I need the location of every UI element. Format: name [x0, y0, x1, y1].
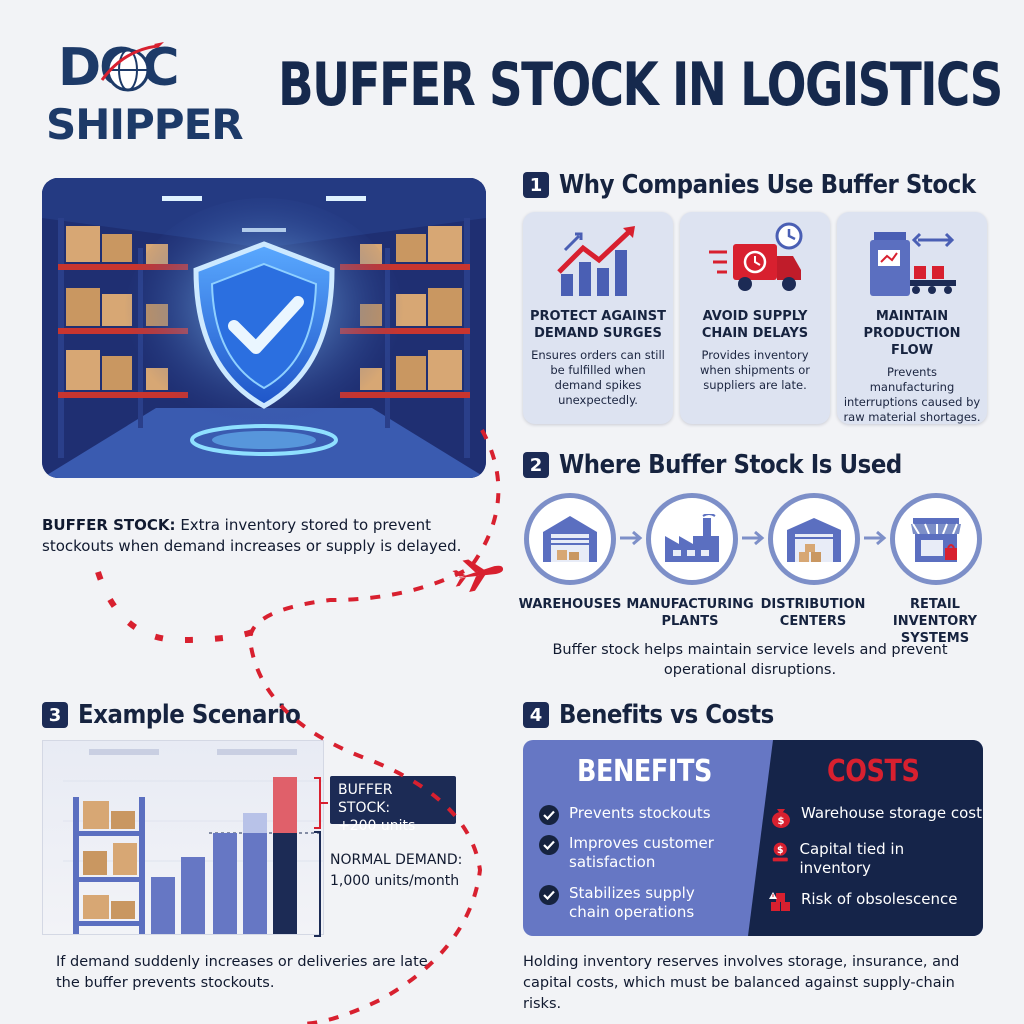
benefit-text: Stabilizes supply chain operations [569, 884, 695, 921]
warehouse-shield-illustration [42, 178, 486, 478]
reason-card-supply-delays: AVOID SUPPLY CHAIN DELAYS Provides inven… [680, 212, 830, 424]
cost-text: Warehouse storage cost [801, 804, 983, 822]
section-title: Where Buffer Stock Is Used [559, 450, 902, 480]
check-icon [539, 805, 559, 825]
warning-boxes-icon [769, 892, 790, 911]
cost-item: $ Capital tied in inventory [769, 840, 969, 878]
production-machine-icon [870, 232, 956, 296]
retail-store-icon [911, 518, 961, 562]
card-title: PROTECT AGAINST DEMAND SURGES [529, 309, 666, 341]
example-scenario-illustration [42, 740, 324, 935]
callout-brackets [314, 777, 328, 937]
normal-demand-callout: NORMAL DEMAND: 1,000 units/month [330, 850, 470, 892]
reason-card-production-flow: MAINTAIN PRODUCTION FLOW Prevents manufa… [837, 212, 987, 424]
buffer-stock-callout: BUFFER STOCK: +200 units [330, 776, 456, 834]
section-1-header: 1 Why Companies Use Buffer Stock [523, 170, 1024, 200]
check-icon [539, 885, 559, 905]
check-icon [539, 835, 559, 855]
section-2-header: 2 Where Buffer Stock Is Used [523, 450, 949, 480]
benefit-item: Prevents stockouts [539, 804, 711, 825]
buffer-stock-definition: BUFFER STOCK: Extra inventory stored to … [42, 515, 472, 557]
card-description: Prevents manufacturing interruptions cau… [843, 365, 981, 424]
section-number: 1 [523, 172, 549, 198]
distribution-center-circle [768, 493, 860, 585]
airplane-icon [452, 559, 504, 592]
cost-item: Risk of obsolescence [769, 890, 957, 914]
where-label-manufacturing: MANUFACTURING PLANTS [626, 597, 754, 629]
benefits-heading: BENEFITS [577, 754, 712, 789]
where-label-warehouses: WAREHOUSES [518, 597, 622, 612]
distribution-center-icon [787, 518, 841, 562]
benefit-item: Stabilizes supply chain operations [539, 884, 729, 922]
warehouse-circle [524, 493, 616, 585]
page-title: BUFFER STOCK IN LOGISTICS [278, 50, 1003, 120]
factory-icon [665, 514, 719, 562]
globe-airplane-icon [100, 42, 164, 92]
section-title: Example Scenario [78, 700, 301, 730]
section-title: Benefits vs Costs [559, 700, 774, 730]
card-description: Ensures orders can still be fulfilled wh… [531, 348, 665, 407]
normal-label: NORMAL DEMAND: [330, 852, 463, 868]
section-number: 2 [523, 452, 549, 478]
rising-chart-icon [557, 226, 635, 296]
buffer-bar-segment [273, 777, 297, 833]
logo-line-2: SHIPPER [46, 100, 244, 149]
svg-text:$: $ [777, 845, 784, 856]
svg-text:$: $ [778, 816, 785, 827]
where-used-note: Buffer stock helps maintain service leve… [552, 642, 948, 678]
flow-arrow-icon [620, 530, 643, 546]
flow-arrow-icon [864, 530, 887, 546]
demand-bar [273, 833, 297, 934]
benefit-text: Prevents stockouts [569, 804, 711, 822]
buffer-label: BUFFER STOCK: [338, 782, 393, 816]
warehouse-icon [543, 516, 597, 562]
demand-bar-chart [151, 777, 297, 934]
normal-value: 1,000 units/month [330, 873, 460, 889]
factory-circle [646, 493, 738, 585]
docshipper-logo: DOC SHIPPER [42, 38, 244, 158]
section-3-header: 3 Example Scenario [42, 700, 331, 730]
card-title: AVOID SUPPLY CHAIN DELAYS [701, 309, 809, 341]
demand-bar [213, 833, 237, 934]
example-note: If demand suddenly increases or deliveri… [56, 954, 433, 991]
money-stack-icon: $ [772, 842, 788, 862]
delivery-truck-clock-icon [709, 222, 803, 291]
section-number: 3 [42, 702, 68, 728]
benefits-costs-panel: BENEFITS COSTS Prevents stockouts Improv… [523, 740, 983, 936]
demand-bar [243, 833, 267, 934]
card-description: Provides inventory when shipments or sup… [700, 348, 810, 392]
buffer-bar-segment [243, 813, 267, 833]
money-bag-icon: $ [772, 809, 790, 828]
cost-text: Capital tied in inventory [799, 840, 905, 877]
section-4-header: 4 Benefits vs Costs [523, 700, 803, 730]
card-title: MAINTAIN PRODUCTION FLOW [863, 309, 961, 358]
where-label-distribution: DISTRIBUTION CENTERS [760, 597, 866, 629]
retail-store-circle [890, 493, 982, 585]
section-number: 4 [523, 702, 549, 728]
cost-text: Risk of obsolescence [801, 890, 958, 908]
definition-term: BUFFER STOCK: [42, 516, 176, 534]
costs-heading: COSTS [827, 754, 920, 789]
where-label-retail: RETAIL INVENTORY SYSTEMS [892, 597, 978, 646]
benefits-costs-note: Holding inventory reserves involves stor… [523, 954, 960, 1012]
buffer-value: +200 units [338, 818, 416, 834]
cost-item: $ Warehouse storage cost [769, 804, 982, 828]
benefit-item: Improves customer satisfaction [539, 834, 729, 872]
demand-bar [181, 857, 205, 934]
section-title: Why Companies Use Buffer Stock [559, 170, 976, 200]
demand-bar [151, 877, 175, 934]
reason-card-demand-surges: PROTECT AGAINST DEMAND SURGES Ensures or… [523, 212, 673, 424]
flow-arrow-icon [742, 530, 765, 546]
benefit-text: Improves customer satisfaction [569, 834, 714, 871]
